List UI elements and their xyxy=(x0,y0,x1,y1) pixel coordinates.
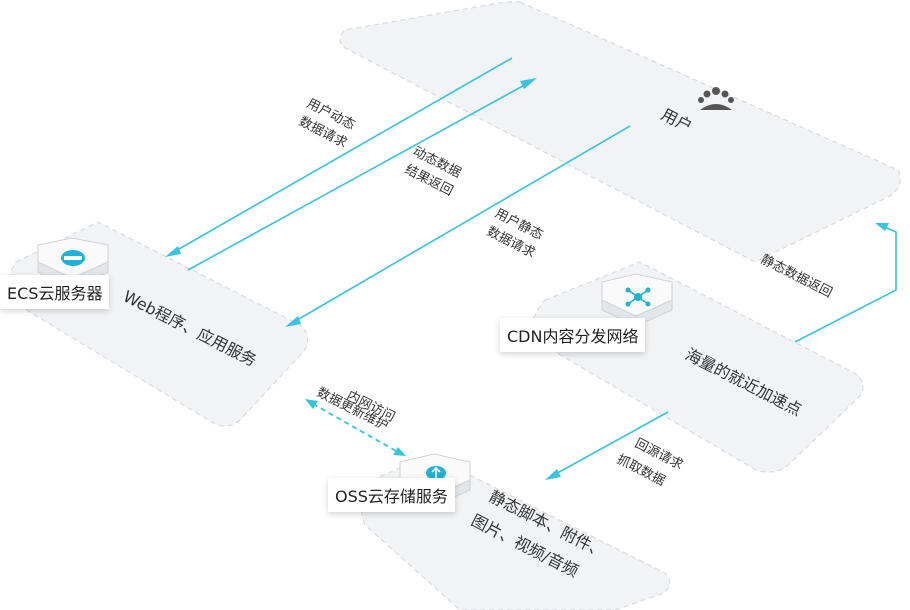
user-group-icon xyxy=(698,87,734,110)
arrowhead-icon xyxy=(165,246,181,257)
arrowhead-icon xyxy=(305,399,318,409)
arrowhead-icon xyxy=(520,78,537,89)
flow-internal-access xyxy=(312,403,399,453)
arrowhead-icon xyxy=(393,447,406,456)
arrowhead-icon xyxy=(285,316,301,327)
flow-origin-fetch xyxy=(551,411,669,477)
oss-tag: OSS云存储服务 xyxy=(328,478,455,512)
arrowhead-icon xyxy=(875,223,889,231)
flow-static-data-return xyxy=(794,225,897,343)
ecs-tag: ECS云服务器 xyxy=(0,275,110,309)
arrowhead-icon xyxy=(545,469,561,480)
flow-dynamic-result-return xyxy=(187,81,531,271)
edge-label-static-data-return: 静态数据返回 xyxy=(758,252,834,301)
flow-user-static-request xyxy=(291,125,631,324)
flow-user-dynamic-request xyxy=(171,57,513,254)
cdn-tag: CDN内容分发网络 xyxy=(500,318,646,352)
